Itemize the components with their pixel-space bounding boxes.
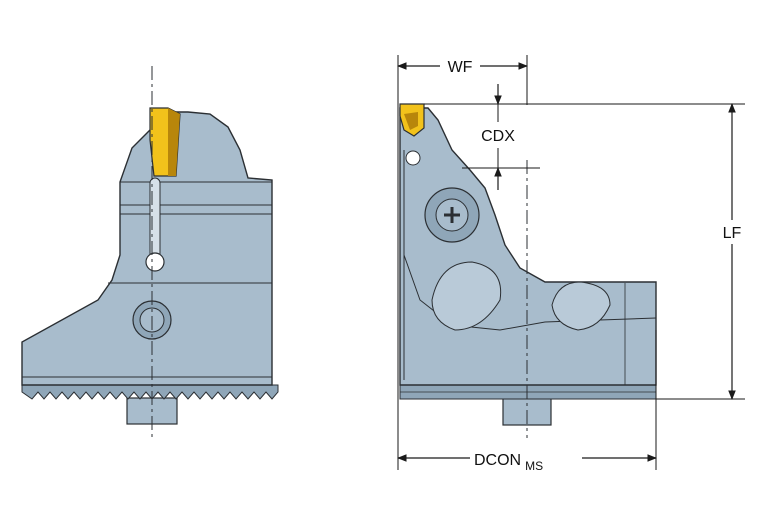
right-insert-shade bbox=[404, 112, 418, 130]
left-body bbox=[21, 111, 273, 386]
right-lobe-2 bbox=[551, 281, 611, 331]
right-small-hole bbox=[405, 150, 421, 166]
side-view bbox=[21, 66, 279, 438]
wf-label-bg bbox=[440, 56, 480, 76]
wf-label: WF bbox=[448, 59, 473, 76]
front-view bbox=[399, 103, 657, 438]
lf-label: LF bbox=[723, 225, 742, 242]
dcon-label-group: DCON MS bbox=[474, 452, 543, 473]
dcon-label: DCON bbox=[474, 452, 521, 469]
lf-label-bg bbox=[716, 220, 748, 244]
left-slot-hole bbox=[145, 252, 165, 272]
dimensions: WF CDX LF DCON MS bbox=[397, 55, 748, 474]
right-body bbox=[399, 107, 657, 386]
dcon-sub-label: MS bbox=[525, 459, 543, 473]
left-insert-shade bbox=[168, 108, 180, 176]
cdx-label: CDX bbox=[481, 128, 515, 145]
right-lobe-1 bbox=[431, 261, 502, 331]
right-screw-cross bbox=[444, 207, 460, 223]
dcon-label-bg bbox=[470, 446, 582, 474]
left-serrations bbox=[21, 384, 279, 400]
